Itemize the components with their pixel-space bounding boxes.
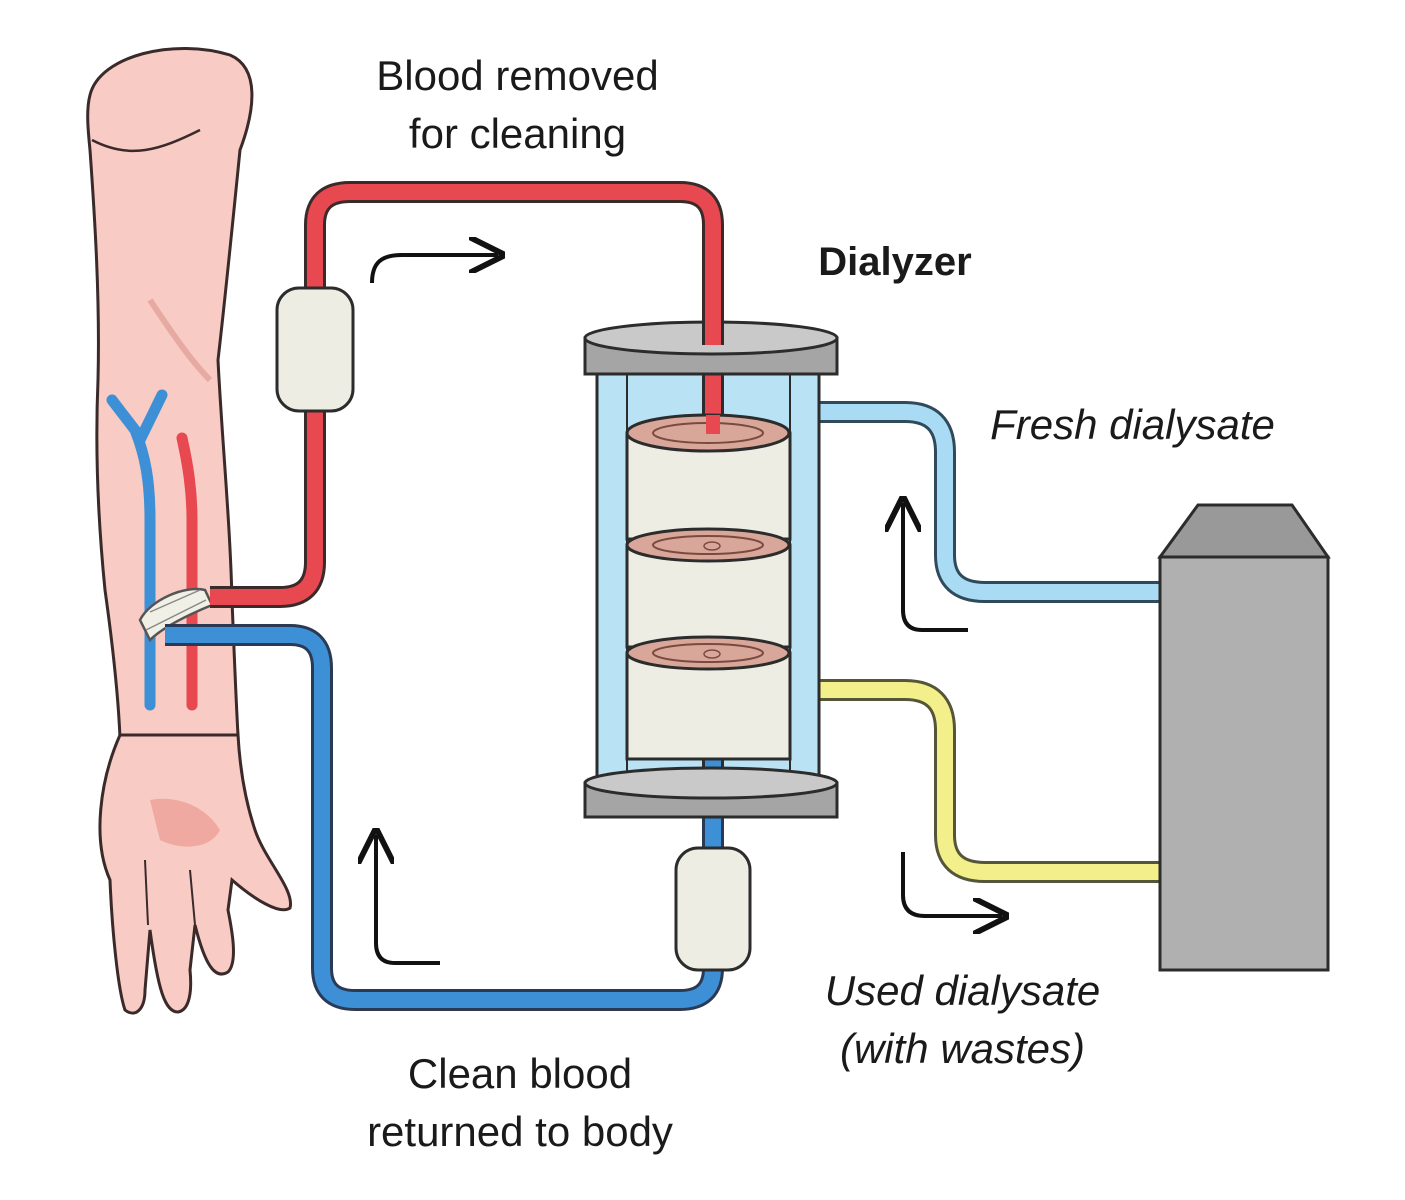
label-fresh-dialysate: Fresh dialysate: [990, 401, 1275, 448]
flow-arrow-used-dialysate: [901, 852, 1002, 916]
flow-arrow-blood-out: [370, 255, 498, 284]
blood-return-pump: [674, 846, 752, 972]
label-blood-removed: Blood removed for cleaning: [376, 52, 659, 157]
dialysis-machine: [1157, 503, 1331, 972]
patient-arm: [86, 46, 292, 1015]
filter-cartridge-2: [625, 527, 792, 649]
dialyzer: [583, 320, 839, 819]
blood-out-pump: [275, 286, 355, 413]
flow-arrow-blood-return: [376, 835, 440, 965]
vein: [106, 389, 168, 711]
label-clean-blood: Clean blood returned to body: [367, 1050, 673, 1155]
hand: [98, 733, 292, 1015]
filter-cartridge-1: [625, 413, 792, 541]
flow-arrow-fresh-dialysate: [903, 503, 968, 632]
filter-cartridge-3: [625, 635, 792, 761]
dialyzer-top-cap: [583, 320, 839, 376]
used-dialysate-tube: [818, 679, 1160, 883]
artery: [176, 432, 198, 711]
label-dialyzer: Dialyzer: [818, 240, 972, 284]
label-used-dialysate: Used dialysate (with wastes): [824, 967, 1101, 1072]
dialyzer-bottom-cap: [583, 766, 839, 819]
upper-arm: [86, 46, 254, 740]
